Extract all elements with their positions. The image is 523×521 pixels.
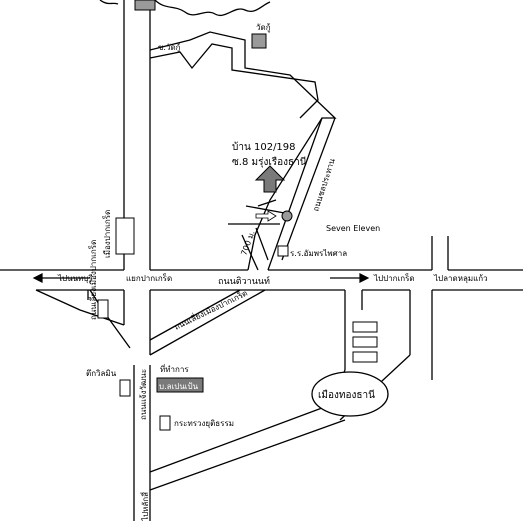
left-poi-label: ตึกวิลมิน <box>86 369 117 378</box>
soi-watkoo-label: ซ.วัดกู้ <box>158 43 181 53</box>
wat-koo-label: วัดกู้ <box>256 23 271 33</box>
watkoo-box <box>251 33 267 49</box>
branch-tick <box>257 199 277 207</box>
road-700m-left <box>241 234 259 271</box>
muang-thong-label: เมืองทองธานี <box>318 389 375 401</box>
road-center-diag-label: ถนนเลี่ยงเมืองปากเกร็ด <box>172 287 249 332</box>
road-left-diag-b <box>35 289 125 326</box>
building-2 <box>352 336 378 348</box>
house-icon <box>254 165 286 193</box>
muang-thong-ellipse <box>311 371 389 417</box>
ministry-box <box>159 415 171 431</box>
building-3 <box>352 351 378 363</box>
soi-left-label: ถนนเลี่ยงเมืองปากเกร็ด <box>87 240 98 320</box>
school-label: ร.ร.อัมพรไพศาล <box>290 249 347 258</box>
top-wavy-line <box>154 0 271 16</box>
road-east-diagonal-inner <box>267 117 323 271</box>
factory-label: เมืองปากเกร็ด <box>102 210 112 258</box>
road-muangthong-b <box>149 419 346 491</box>
factory-box <box>115 217 135 255</box>
school-box <box>277 245 289 257</box>
road-muangthong-a <box>149 404 331 473</box>
arrow-head-left <box>32 273 43 283</box>
ministry-label: กระทรวงยุติธรรม <box>174 419 234 428</box>
road-main-label: ถนนติวานนท์ <box>218 275 270 287</box>
road-east-diagonal-outer <box>281 117 336 261</box>
road-center-diag-b <box>149 289 241 341</box>
seven-eleven-label: Seven Eleven <box>326 224 380 233</box>
distance-label: 700 ม. <box>239 230 256 257</box>
to-rangsit-label: ไปลาดหลุมแก้ว <box>433 274 488 283</box>
arrow-head-right <box>359 273 370 283</box>
to-laksi-label: ไปหลักสี่ <box>139 492 150 521</box>
intersection-label: แยกปากเกร็ด <box>126 273 172 283</box>
to-pakkret-label: ไปปากเกร็ด <box>373 273 415 283</box>
office-box-label: บ.ลเปนเป้น <box>159 382 199 391</box>
to-nonthaburi-label: ไปนนทบุรี <box>57 274 93 283</box>
circle-marker-icon <box>255 210 293 222</box>
village-label: ซ.8 มรุ่งเรืองธานี <box>232 156 307 168</box>
left-small-box <box>97 299 109 319</box>
office-box <box>156 377 204 393</box>
top-wavy-left <box>99 0 119 5</box>
road-700m-right <box>255 227 269 261</box>
soi-watkoo-outline <box>149 31 337 271</box>
road-east-diag-label: ถนนชลประทาน <box>311 157 337 213</box>
top-box <box>134 0 156 11</box>
soi-watkoo-inner <box>149 43 319 119</box>
house-number-label: บ้าน 102/198 <box>232 141 296 153</box>
kasikorn-label: ที่ทำการ <box>160 363 189 374</box>
road-center-diag-a <box>149 289 266 356</box>
road-vertical-label: ถนนแจ้งวัฒนะ <box>139 369 148 420</box>
building-1 <box>352 321 378 333</box>
left-poi-box <box>119 379 131 397</box>
